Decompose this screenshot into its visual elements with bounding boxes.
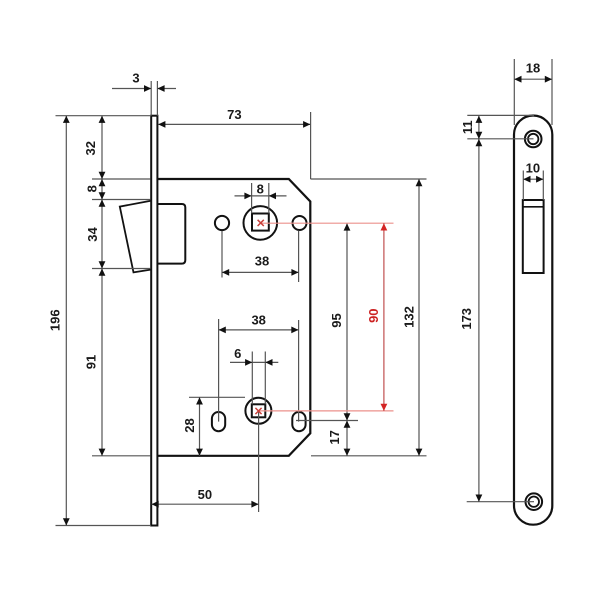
svg-text:3: 3: [132, 70, 139, 85]
svg-text:18: 18: [526, 60, 540, 75]
svg-text:17: 17: [327, 430, 342, 444]
svg-text:10: 10: [526, 161, 540, 176]
svg-text:50: 50: [198, 487, 212, 502]
svg-text:90: 90: [366, 308, 381, 322]
svg-text:73: 73: [227, 107, 241, 122]
svg-text:196: 196: [48, 309, 63, 331]
svg-text:173: 173: [459, 308, 474, 330]
svg-text:38: 38: [251, 313, 265, 328]
svg-text:28: 28: [182, 418, 197, 432]
svg-text:95: 95: [329, 313, 344, 327]
svg-text:38: 38: [255, 254, 269, 269]
svg-text:8: 8: [84, 185, 99, 192]
svg-text:91: 91: [83, 355, 98, 369]
svg-text:8: 8: [257, 182, 264, 197]
svg-text:132: 132: [401, 306, 416, 328]
svg-text:34: 34: [85, 227, 100, 242]
svg-text:11: 11: [460, 120, 475, 134]
svg-text:32: 32: [83, 141, 98, 155]
svg-text:6: 6: [234, 346, 241, 361]
